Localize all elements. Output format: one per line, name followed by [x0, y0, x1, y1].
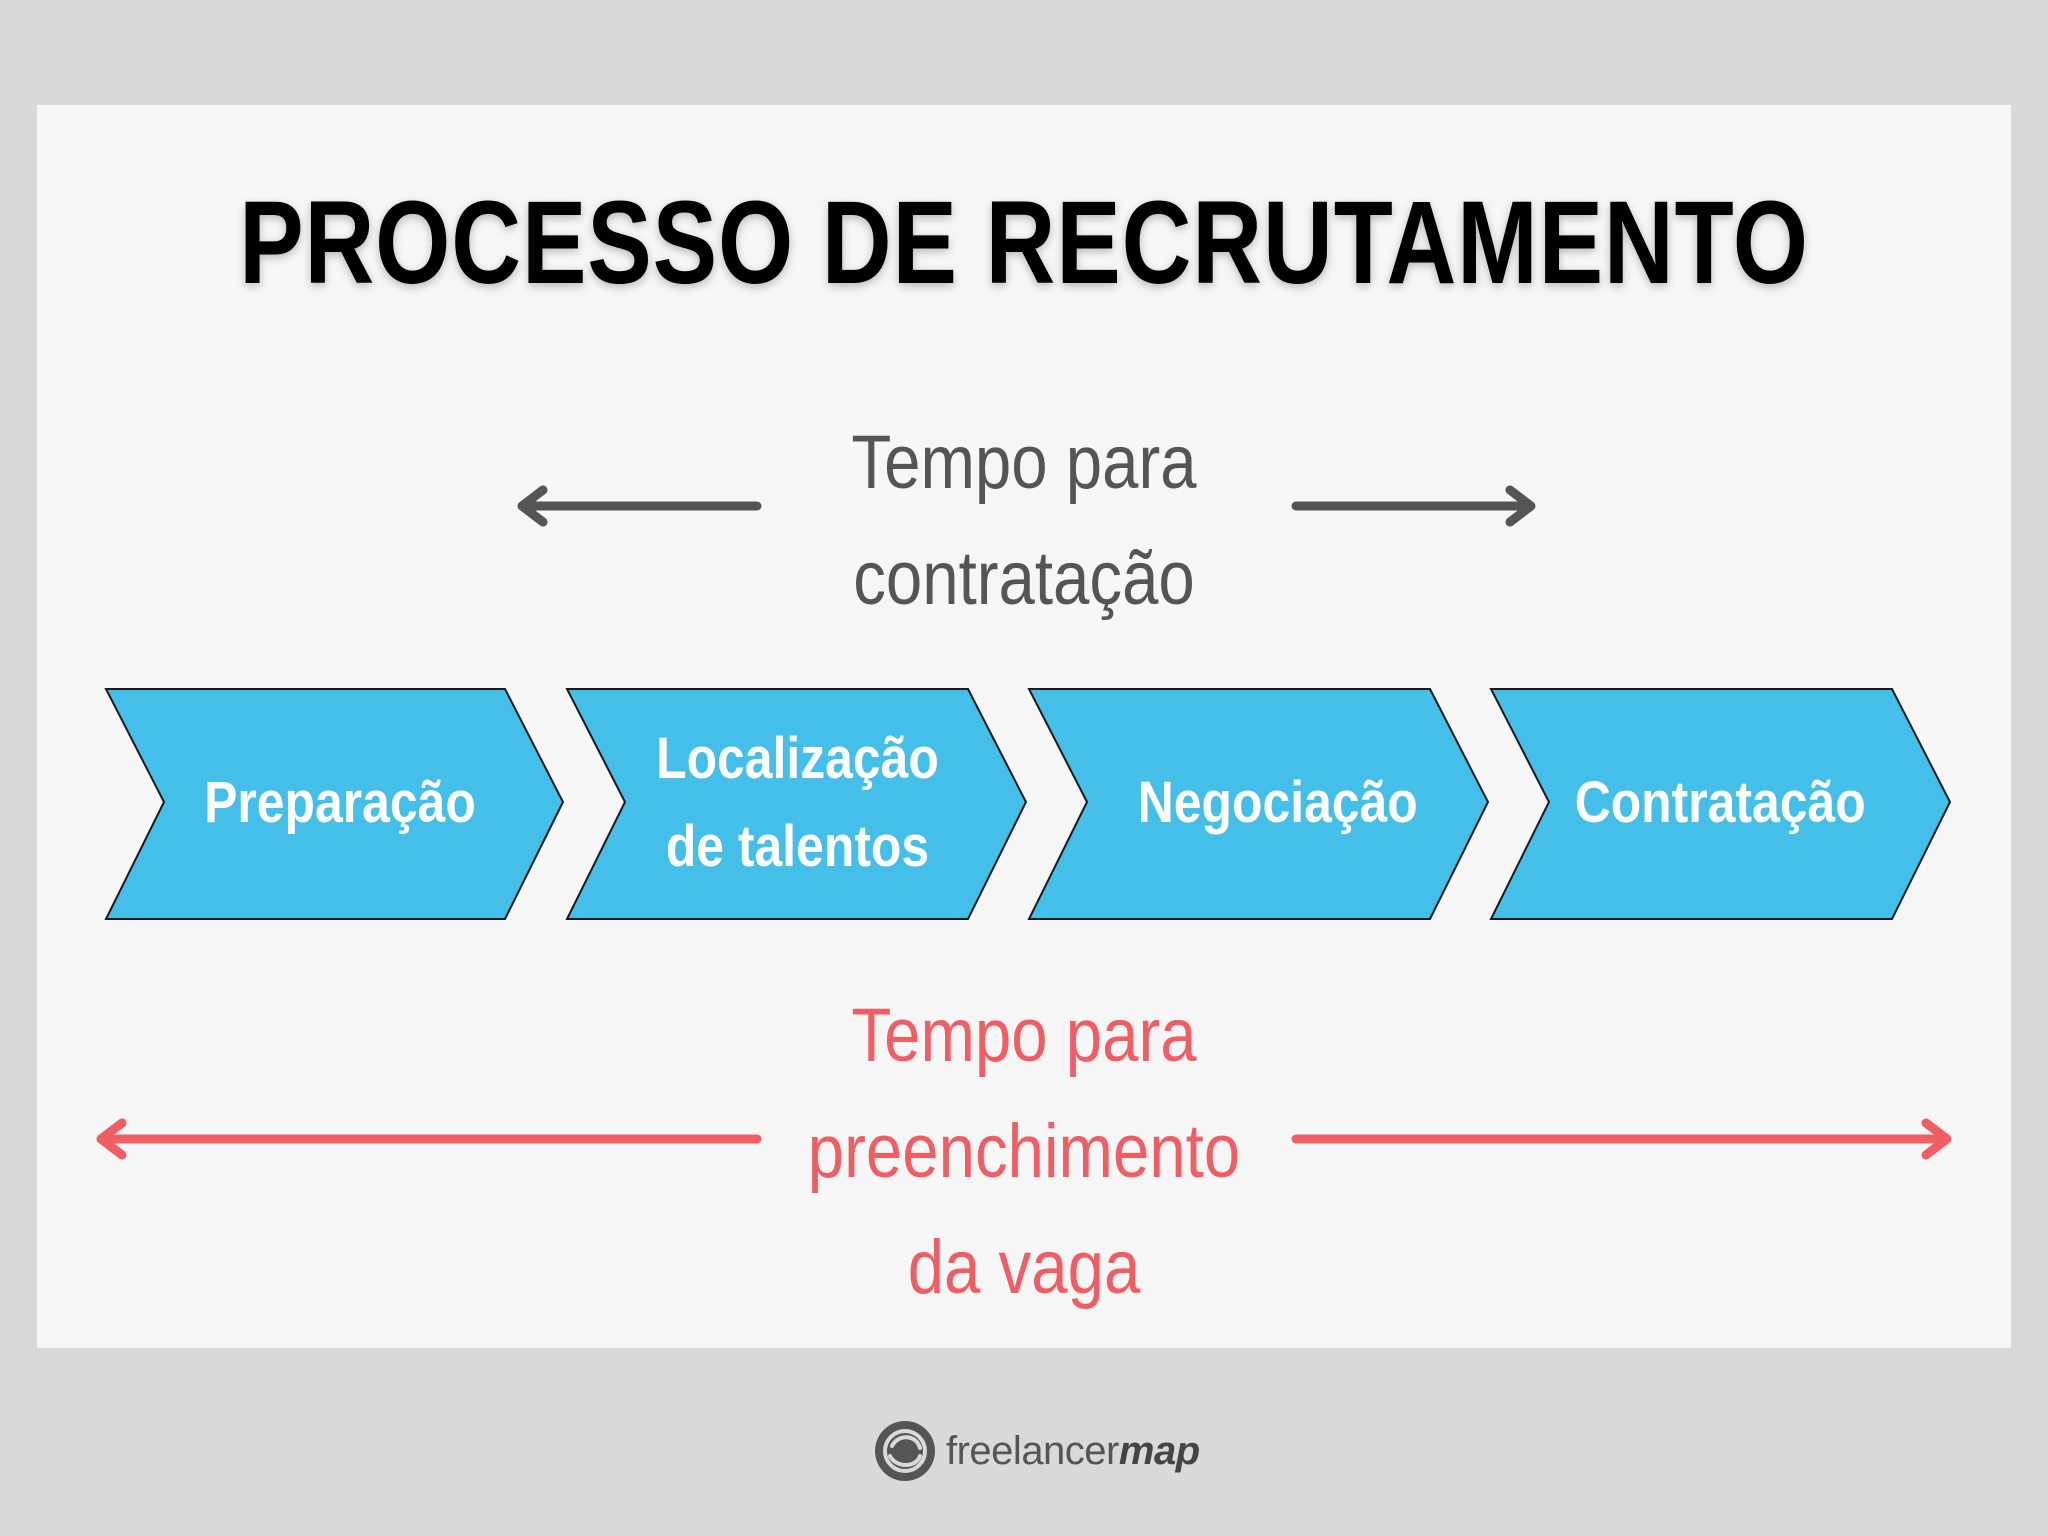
step-label: Preparação: [204, 770, 476, 835]
step-chevron-localizacao: [565, 688, 1028, 920]
step-label: Localização de talentos: [656, 726, 939, 879]
step-preparacao: Preparação: [150, 688, 530, 918]
time-to-hire-label: Tempo para contratação: [766, 405, 1282, 637]
time-to-fill-text: Tempo para preenchimento da vaga: [807, 993, 1241, 1310]
step-chevron-contratacao: [1489, 688, 1952, 920]
time-to-hire-arrow: [517, 485, 1536, 527]
time-to-fill-label: Tempo para preenchimento da vaga: [766, 978, 1282, 1326]
step-contratacao: Contratação: [1535, 688, 1905, 918]
step-localizacao: Localização de talentos: [610, 688, 985, 918]
step-label: Negociação: [1137, 770, 1418, 835]
diagram-title: PROCESSO DE RECRUTAMENTO: [239, 177, 1809, 309]
step-chevron-negociacao: [1027, 688, 1490, 920]
freelancermap-logo: freelancermap: [870, 1416, 1200, 1486]
step-negociacao: Negociação: [1080, 688, 1475, 918]
freelancermap-logo-text: freelancermap: [946, 1429, 1200, 1474]
step-label: Contratação: [1574, 770, 1866, 835]
time-to-hire-text: Tempo para contratação: [851, 420, 1197, 621]
time-to-fill-arrow: [96, 1118, 1952, 1160]
process-steps: [104, 688, 1952, 920]
step-chevron-preparacao: [104, 688, 565, 920]
freelancermap-logo-icon: [875, 1421, 935, 1481]
logo-text-regular: freelancer: [946, 1428, 1119, 1473]
logo-text-bold: map: [1118, 1428, 1200, 1473]
